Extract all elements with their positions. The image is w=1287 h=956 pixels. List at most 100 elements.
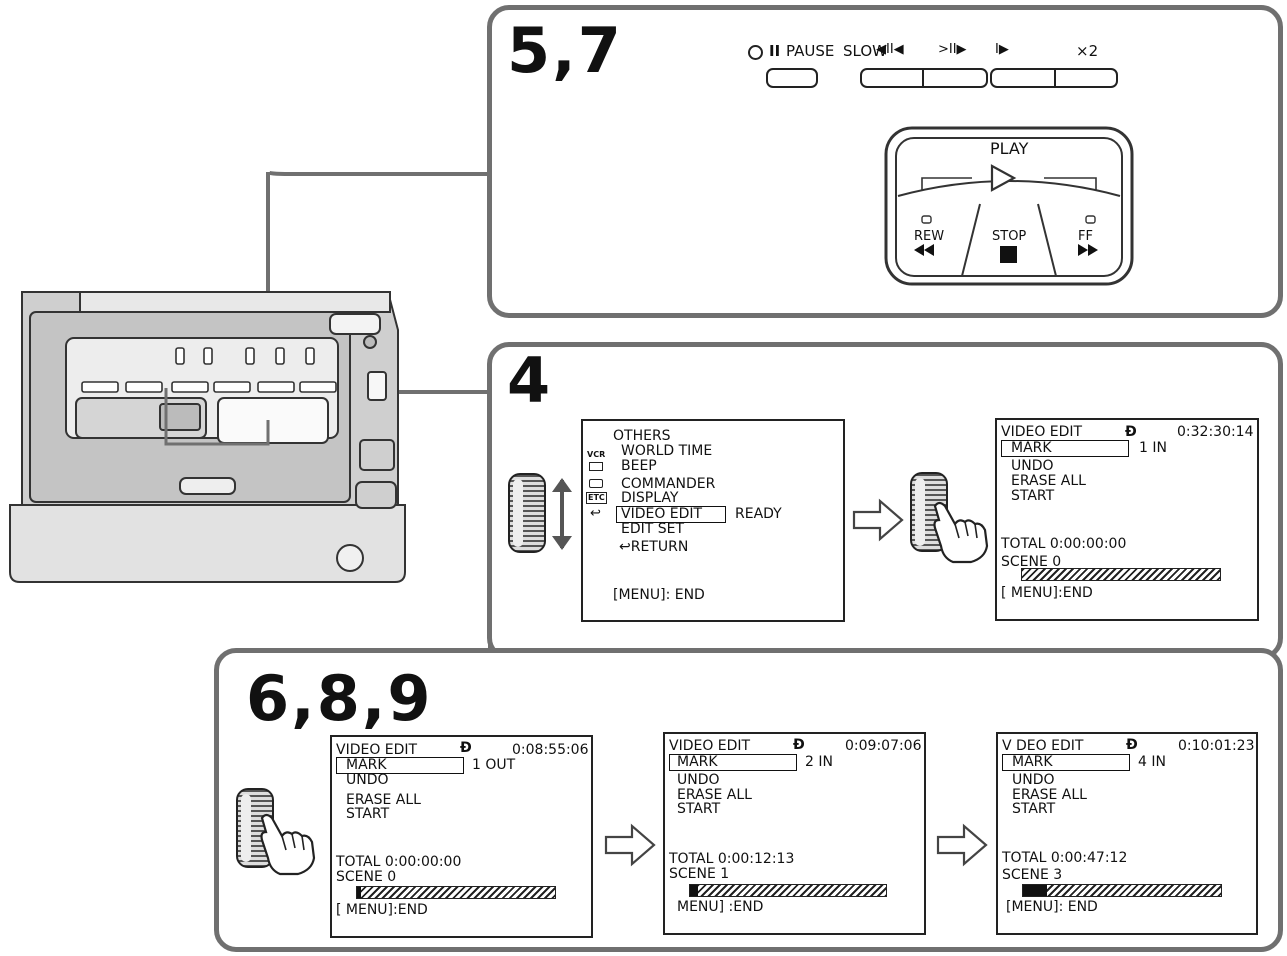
play-button[interactable] <box>900 140 1118 188</box>
step-number-4: 4 <box>507 344 553 417</box>
screen-title: VIDEO EDIT <box>336 742 418 758</box>
menu-item-return[interactable]: ↩RETURN <box>619 539 689 555</box>
pause-button[interactable] <box>766 68 818 88</box>
menu-item-mark[interactable]: MARK <box>1011 440 1052 456</box>
mark-value: 4 IN <box>1138 754 1166 770</box>
menu-item-display[interactable]: DISPLAY <box>621 490 679 506</box>
camera-icon <box>589 462 603 471</box>
menu-screen: OTHERS VCR WORLD TIME BEEP COMMANDER ETC… <box>581 419 845 622</box>
screen-footer: MENU] :END <box>677 899 764 915</box>
rewind-icon <box>914 244 934 256</box>
frame-back-label: ◀II◀ <box>876 42 904 57</box>
mark-value: 1 IN <box>1139 440 1167 456</box>
scene-progress-bar <box>1022 884 1222 897</box>
pause-label: PAUSE <box>786 42 835 60</box>
next-arrow-icon-2 <box>604 823 656 867</box>
timecode: 0:08:55:06 <box>512 742 589 758</box>
pause-pause-icon: II <box>769 42 781 60</box>
menu-item-erase-all[interactable]: ERASE ALL <box>1011 473 1086 489</box>
menu-item-world-time[interactable]: WORLD TIME <box>621 443 713 459</box>
step-number-6-8-9: 6,8,9 <box>246 662 433 735</box>
play-label: PLAY <box>990 139 1029 158</box>
pressing-hand-icon-2 <box>260 813 316 876</box>
mark-selection-box <box>1001 440 1129 457</box>
menu-item-undo[interactable]: UNDO <box>1012 772 1055 788</box>
video-edit-value: READY <box>735 506 782 522</box>
timecode: 0:10:01:23 <box>1178 738 1255 754</box>
up-down-arrow-icon <box>552 478 572 550</box>
mark-selection-box <box>1002 754 1130 771</box>
return-icon: ↩ <box>619 539 631 555</box>
fast-forward-icon <box>1078 244 1098 256</box>
video-edit-screen-mark-in: VIDEO EDIT Ð 0:32:30:14 MARK 1 IN UNDO E… <box>995 418 1259 621</box>
scene-progress-bar <box>689 884 887 897</box>
menu-item-start[interactable]: START <box>1011 488 1055 504</box>
menu-item-edit-set[interactable]: EDIT SET <box>621 521 685 537</box>
ff-button[interactable] <box>1046 200 1118 272</box>
mark-value: 2 IN <box>805 754 833 770</box>
timecode: 0:09:07:06 <box>845 738 922 754</box>
total-readout: TOTAL 0:00:47:12 <box>1002 850 1128 866</box>
video-edit-screen-scene-1: VIDEO EDIT Ð 0:09:07:06 MARK 2 IN UNDO E… <box>663 732 926 935</box>
screen-footer: [MENU]: END <box>1006 899 1098 915</box>
selection-box <box>616 506 726 523</box>
slow-forward-button[interactable] <box>990 68 1056 88</box>
menu-item-undo[interactable]: UNDO <box>1011 458 1054 474</box>
scene-readout: SCENE 3 <box>1002 867 1063 883</box>
menu-item-erase-all[interactable]: ERASE ALL <box>346 792 421 808</box>
vcr-icon: VCR <box>587 450 606 459</box>
menu-item-video-edit[interactable]: VIDEO EDIT <box>621 506 703 522</box>
menu-item-undo[interactable]: UNDO <box>346 772 389 788</box>
etc-icon: ETC <box>586 492 607 504</box>
stop-icon <box>1000 246 1017 263</box>
tape-icon <box>589 479 603 488</box>
menu-item-beep[interactable]: BEEP <box>621 458 657 474</box>
menu-item-commander[interactable]: COMMANDER <box>621 476 716 492</box>
return-arrow-icon: ↩ <box>590 506 601 521</box>
menu-item-erase-all[interactable]: ERASE ALL <box>1012 787 1087 803</box>
menu-title: OTHERS <box>613 428 671 444</box>
screen-title: VIDEO EDIT <box>669 738 751 754</box>
menu-item-mark[interactable]: MARK <box>677 754 718 770</box>
menu-item-erase-all[interactable]: ERASE ALL <box>677 787 752 803</box>
x2-label: ×2 <box>1076 42 1099 60</box>
pressing-hand-icon <box>933 501 989 564</box>
scene-readout: SCENE 0 <box>1001 554 1062 570</box>
mark-value: 1 OUT <box>472 757 516 773</box>
slow-forward-label: I▶ <box>995 42 1009 57</box>
rew-button[interactable] <box>900 200 972 272</box>
scene-progress-bar <box>356 886 556 899</box>
mark-selection-box <box>669 754 797 771</box>
video-edit-screen-scene-3: V DEO EDIT Ð 0:10:01:23 MARK 4 IN UNDO E… <box>996 732 1258 935</box>
frame-back-button[interactable] <box>860 68 924 88</box>
transport-pad <box>884 126 1134 286</box>
frame-forward-button[interactable] <box>922 68 988 88</box>
menu-item-undo[interactable]: UNDO <box>677 772 720 788</box>
tape-mark-icon: Ð <box>793 737 805 753</box>
tape-mark-icon: Ð <box>1125 424 1137 440</box>
total-readout: TOTAL 0:00:12:13 <box>669 851 795 867</box>
screen-title: V DEO EDIT <box>1002 738 1084 754</box>
screen-title: VIDEO EDIT <box>1001 424 1083 440</box>
menu-item-start[interactable]: START <box>346 806 390 822</box>
total-readout: TOTAL 0:00:00:00 <box>1001 536 1127 552</box>
menu-item-start[interactable]: START <box>677 801 721 817</box>
tape-mark-icon: Ð <box>460 740 472 756</box>
menu-item-start[interactable]: START <box>1012 801 1056 817</box>
next-arrow-icon-3 <box>936 823 988 867</box>
video-edit-screen-mark-out: VIDEO EDIT Ð 0:08:55:06 MARK 1 OUT UNDO … <box>330 735 593 938</box>
next-arrow-icon <box>852 498 904 542</box>
x2-button[interactable] <box>1054 68 1118 88</box>
total-readout: TOTAL 0:00:00:00 <box>336 854 462 870</box>
menu-footer: [MENU]: END <box>613 587 705 603</box>
jog-dial-icon[interactable] <box>508 473 546 553</box>
tape-mark-icon: Ð <box>1126 737 1138 753</box>
timecode: 0:32:30:14 <box>1177 424 1254 440</box>
scene-progress-bar <box>1021 568 1221 581</box>
menu-item-mark[interactable]: MARK <box>346 757 387 773</box>
step-number-5-7: 5,7 <box>507 14 623 87</box>
menu-item-mark[interactable]: MARK <box>1012 754 1053 770</box>
stop-button[interactable] <box>976 210 1042 276</box>
slow-label: SLOW <box>843 42 887 60</box>
